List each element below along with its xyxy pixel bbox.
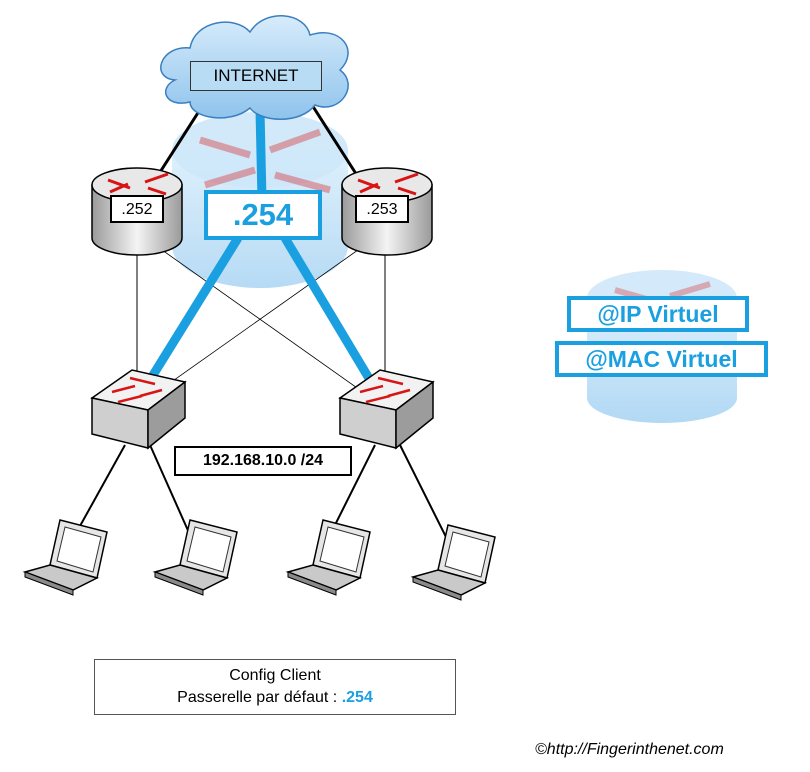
router-ip-label: .253 bbox=[355, 195, 409, 223]
virtual-gateway-links bbox=[146, 109, 374, 383]
laptop-icon bbox=[285, 519, 371, 596]
client-config-gateway: Passerelle par défaut : .254 bbox=[95, 687, 455, 709]
internet-label: INTERNET bbox=[190, 61, 322, 91]
switch-icon bbox=[90, 369, 187, 450]
legend-virtual-mac: @MAC Virtuel bbox=[555, 341, 768, 377]
switch-icon bbox=[338, 369, 435, 450]
client-config-title: Config Client bbox=[229, 667, 321, 684]
gateway-label: Passerelle par défaut : bbox=[177, 689, 342, 706]
credit-text: ©http://Fingerinthenet.com bbox=[535, 741, 724, 758]
virtual-ip-label: .254 bbox=[204, 190, 322, 240]
subnet-label: 192.168.10.0 /24 bbox=[174, 446, 352, 476]
router-ip-label: .252 bbox=[110, 195, 164, 223]
legend-virtual-ip: @IP Virtuel bbox=[567, 296, 749, 332]
laptop-icon bbox=[152, 519, 238, 596]
gateway-value: .254 bbox=[341, 689, 373, 706]
laptop-icon bbox=[22, 519, 108, 596]
network-links bbox=[74, 93, 451, 546]
client-config-box: Config Client Passerelle par défaut : .2… bbox=[94, 659, 456, 715]
laptop-icon bbox=[410, 524, 496, 601]
